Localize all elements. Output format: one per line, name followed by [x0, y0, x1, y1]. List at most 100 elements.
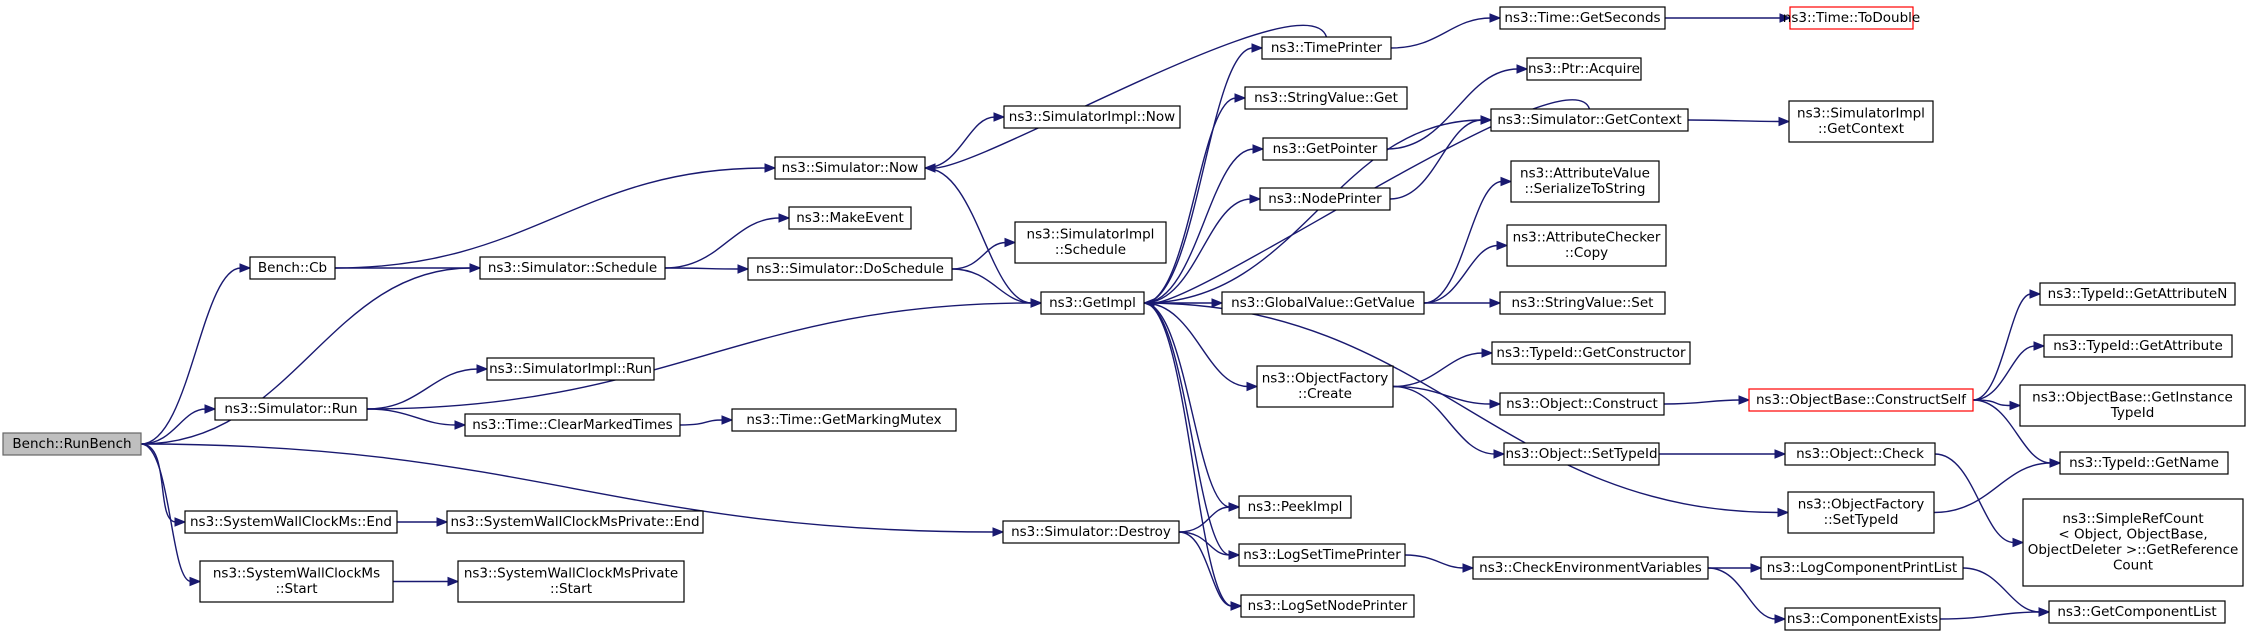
node-nodeprinter[interactable]: ns3::NodePrinter — [1259, 187, 1391, 211]
node-sim_getcontext[interactable]: ns3::Simulator::GetContext — [1490, 108, 1689, 132]
node-box — [1788, 100, 1934, 143]
node-impl_run[interactable]: ns3::SimulatorImpl::Run — [486, 357, 655, 381]
edge-obj_settypeid-to-obj_check — [1658, 449, 1787, 459]
node-check_env[interactable]: ns3::CheckEnvironmentVariables — [1472, 556, 1709, 580]
node-getimpl[interactable]: ns3::GetImpl — [1040, 291, 1145, 315]
edge-getimpl-to-logsetnode — [1143, 302, 1243, 611]
arrowhead — [1489, 399, 1502, 409]
node-av_serialize[interactable]: ns3::AttributeValue::SerializeToString — [1510, 160, 1660, 203]
node-impl_getcontext[interactable]: ns3::SimulatorImpl::GetContext — [1788, 100, 1934, 143]
node-runbench[interactable]: Bench::RunBench — [2, 432, 142, 456]
node-swcm_start[interactable]: ns3::SystemWallClockMs::Start — [199, 560, 394, 603]
node-label: ns3::NodePrinter — [1268, 191, 1382, 207]
edge-sim_run-to-impl_run — [366, 364, 489, 410]
node-marking_mutex[interactable]: ns3::Time::GetMarkingMutex — [731, 408, 957, 432]
node-label: ObjectDeleter >::GetReference — [2028, 542, 2239, 558]
node-strvalue_set[interactable]: ns3::StringValue::Set — [1499, 291, 1666, 315]
node-simplerefcount[interactable]: ns3::SimpleRefCount< Object, ObjectBase,… — [2022, 498, 2244, 587]
node-tid_getattr[interactable]: ns3::TypeId::GetAttribute — [2043, 334, 2233, 358]
edge-line — [951, 268, 1033, 304]
edge-comp_exists-to-getcomplist — [1939, 607, 2051, 620]
node-swcmp_end[interactable]: ns3::SystemWallClockMsPrivate::End — [446, 510, 704, 534]
node-label: ns3::Simulator::GetContext — [1497, 112, 1681, 128]
node-ac_copy[interactable]: ns3::AttributeChecker::Copy — [1506, 224, 1667, 267]
node-logsettime[interactable]: ns3::LogSetTimePrinter — [1238, 543, 1406, 567]
edge-line — [1143, 302, 1231, 508]
edge-gv_getvalue-to-ac_copy — [1423, 240, 1509, 304]
node-tid_getattrn[interactable]: ns3::TypeId::GetAttributeN — [2039, 282, 2236, 306]
node-sim_run[interactable]: ns3::Simulator::Run — [214, 397, 368, 421]
node-impl_schedule[interactable]: ns3::SimulatorImpl::Schedule — [1014, 221, 1167, 264]
arrowhead — [239, 263, 252, 273]
node-ob_constructself[interactable]: ns3::ObjectBase::ConstructSelf — [1748, 388, 1974, 412]
node-of_create[interactable]: ns3::ObjectFactory::Create — [1256, 365, 1394, 408]
node-logcomp_printlist[interactable]: ns3::LogComponentPrintList — [1760, 556, 1964, 580]
node-label: ns3::SimulatorImpl::Run — [489, 361, 652, 377]
edge-line — [334, 167, 767, 269]
arrowhead — [1738, 395, 1751, 405]
node-of_settypeid[interactable]: ns3::ObjectFactory::SetTypeId — [1787, 491, 1935, 534]
arrowhead — [721, 415, 734, 425]
node-swcm_end[interactable]: ns3::SystemWallClockMs::End — [184, 510, 398, 534]
arrowhead — [1500, 176, 1513, 187]
arrowhead — [778, 213, 791, 223]
node-getpointer[interactable]: ns3::GetPointer — [1262, 137, 1388, 161]
node-tid_getname[interactable]: ns3::TypeId::GetName — [2059, 451, 2229, 475]
node-time_getseconds[interactable]: ns3::Time::GetSeconds — [1499, 6, 1666, 30]
node-label: ns3::GetPointer — [1273, 141, 1378, 157]
node-cb[interactable]: Bench::Cb — [249, 256, 336, 280]
node-gv_getvalue[interactable]: ns3::GlobalValue::GetValue — [1221, 291, 1425, 315]
arrowhead — [189, 576, 202, 587]
node-box — [1259, 187, 1391, 211]
edge-check_env-to-logcomp_printlist — [1708, 563, 1763, 573]
edge-line — [679, 419, 724, 426]
node-tid_getconstructor[interactable]: ns3::TypeId::GetConstructor — [1491, 341, 1691, 365]
node-box — [214, 397, 368, 421]
edge-line — [933, 24, 1328, 169]
node-makeevent[interactable]: ns3::MakeEvent — [788, 206, 912, 230]
node-ptr_acquire[interactable]: ns3::Ptr::Acquire — [1526, 57, 1642, 81]
node-label: ns3::SimulatorImpl::Now — [1009, 109, 1175, 125]
node-label: ns3::LogSetNodePrinter — [1248, 598, 1408, 614]
node-clear_marked[interactable]: ns3::Time::ClearMarkedTimes — [464, 413, 681, 437]
node-sim_now[interactable]: ns3::Simulator::Now — [774, 156, 926, 180]
node-label: ns3::ObjectFactory — [1798, 497, 1925, 513]
arrowhead — [1480, 115, 1493, 125]
node-box — [479, 256, 666, 280]
node-label: ns3::ComponentExists — [1787, 611, 1938, 627]
node-sim_schedule[interactable]: ns3::Simulator::Schedule — [479, 256, 666, 280]
node-obj_settypeid[interactable]: ns3::Object::SetTypeId — [1503, 442, 1660, 466]
edge-line — [366, 408, 457, 426]
node-getcomplist[interactable]: ns3::GetComponentList — [2048, 600, 2226, 624]
node-comp_exists[interactable]: ns3::ComponentExists — [1784, 607, 1941, 631]
node-box — [1499, 6, 1666, 30]
edge-runbench-to-sim_destroy — [140, 443, 1005, 537]
edge-getpointer-to-ptr_acquire — [1386, 64, 1529, 150]
arrowhead — [447, 576, 460, 587]
edge-runbench-to-swcm_end — [140, 443, 187, 527]
node-logsetnode[interactable]: ns3::LogSetNodePrinter — [1240, 594, 1415, 618]
node-time_todouble[interactable]: ns3::Time::ToDouble — [1783, 6, 1920, 30]
node-label: ns3::TypeId::GetAttributeN — [2048, 286, 2228, 302]
node-label: ns3::Object::Check — [1796, 446, 1924, 462]
node-strvalue_get[interactable]: ns3::StringValue::Get — [1244, 86, 1408, 110]
node-label: ns3::Ptr::Acquire — [1528, 61, 1640, 77]
node-label: ns3::Simulator::Now — [782, 160, 919, 176]
node-label: ::Start — [275, 581, 317, 597]
node-sim_destroy[interactable]: ns3::Simulator::Destroy — [1002, 520, 1180, 544]
edge-line — [1933, 462, 2052, 514]
node-timeprinter[interactable]: ns3::TimePrinter — [1261, 36, 1392, 60]
node-doschedule[interactable]: ns3::Simulator::DoSchedule — [747, 257, 953, 281]
arrowhead — [1228, 502, 1241, 512]
edge-of_settypeid-to-tid_getname — [1933, 458, 2062, 514]
edge-line — [1178, 531, 1233, 607]
node-obj_check[interactable]: ns3::Object::Check — [1784, 442, 1936, 466]
node-peekimpl[interactable]: ns3::PeekImpl — [1238, 495, 1352, 519]
node-label: ns3::CheckEnvironmentVariables — [1479, 560, 1702, 576]
node-label: ns3::Object::SetTypeId — [1505, 446, 1657, 462]
node-obj_construct[interactable]: ns3::Object::Construct — [1499, 392, 1665, 416]
node-impl_now[interactable]: ns3::SimulatorImpl::Now — [1003, 105, 1181, 129]
node-swcmp_start[interactable]: ns3::SystemWallClockMsPrivate::Start — [457, 560, 685, 603]
arrowhead — [1228, 550, 1241, 560]
